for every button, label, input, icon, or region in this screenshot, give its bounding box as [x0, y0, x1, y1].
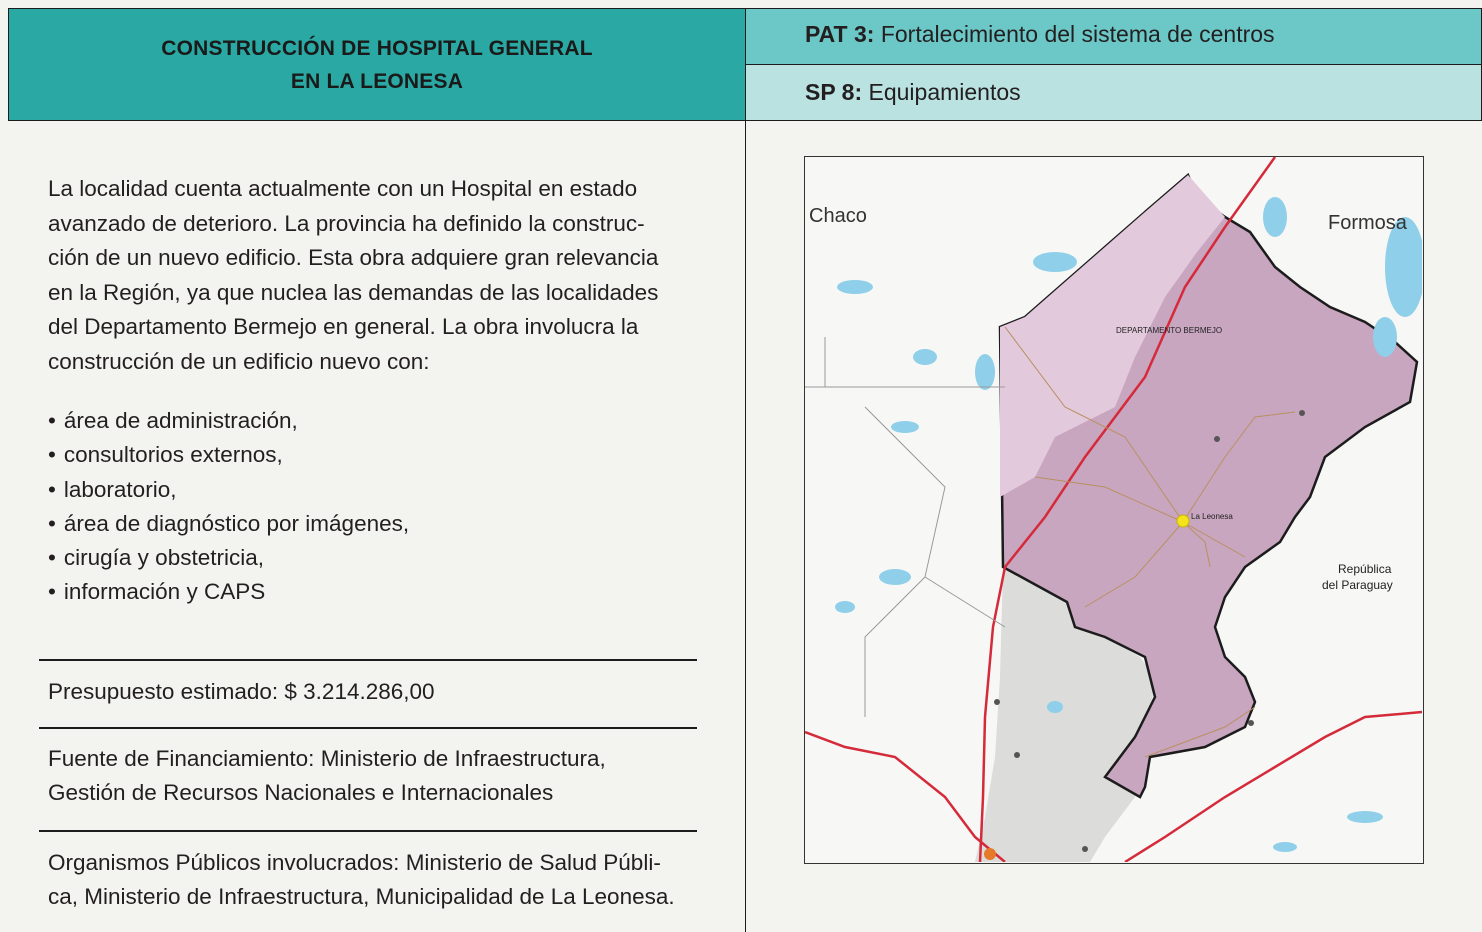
locality-dots	[994, 410, 1305, 852]
map-label-department: DEPARTAMENTO BERMEJO	[1116, 326, 1222, 335]
list-item: información y CAPS	[48, 575, 409, 609]
location-map: Chaco Formosa DEPARTAMENTO BERMEJO La Le…	[804, 156, 1424, 864]
list-item: cirugía y obstetricia,	[48, 541, 409, 575]
funding-field: Fuente de Financiamiento: Ministerio de …	[48, 742, 718, 810]
list-item: consultorios externos,	[48, 438, 409, 472]
secondary-roads	[1004, 326, 1296, 758]
organisms-field: Organismos Públicos involucrados: Minist…	[48, 846, 718, 914]
pat-code: PAT 3:	[805, 21, 875, 47]
description-line: La localidad cuenta actualmente con un H…	[48, 176, 638, 201]
column-divider	[745, 120, 746, 932]
description-line: construcción de un edificio nuevo con:	[48, 348, 430, 374]
boundaries	[805, 337, 1006, 717]
divider	[39, 830, 697, 832]
roads	[805, 157, 1422, 862]
list-item: área de administración,	[48, 404, 409, 438]
town-marker	[1176, 514, 1190, 528]
map-label-country-line2: del Paraguay	[1322, 578, 1393, 592]
funding-value-line2: Gestión de Recursos Nacionales e Interna…	[48, 780, 554, 805]
city-marker	[984, 848, 996, 860]
description-line: avanzado de deterioro. La provincia ha d…	[48, 210, 645, 236]
sp-text: Equipamientos	[868, 79, 1021, 105]
map-label-town: La Leonesa	[1191, 512, 1233, 521]
water-bodies	[835, 197, 1422, 852]
map-label-chaco: Chaco	[809, 205, 867, 227]
description-line: en la Región, ya que nuclea las demandas…	[48, 279, 659, 305]
sp-code: SP 8:	[805, 79, 863, 105]
facility-list: área de administración, consultorios ext…	[48, 404, 409, 610]
divider	[39, 659, 697, 661]
budget-label: Presupuesto estimado:	[48, 679, 279, 704]
header-divider	[8, 120, 746, 121]
list-item: laboratorio,	[48, 473, 409, 507]
project-title-line2: EN LA LEONESA	[290, 69, 464, 93]
project-title: CONSTRUCCIÓN DE HOSPITAL GENERAL EN LA L…	[8, 8, 746, 121]
organisms-value-line2: ca, Ministerio de Infraestructura, Munic…	[48, 884, 675, 909]
list-item: área de diagnóstico por imágenes,	[48, 507, 409, 541]
description-line: ción de un nuevo edificio. Esta obra adq…	[48, 245, 659, 270]
budget-value: $ 3.214.286,00	[284, 679, 435, 704]
project-description: La localidad cuenta actualmente con un H…	[48, 172, 716, 379]
project-title-line1: CONSTRUCCIÓN DE HOSPITAL GENERAL	[161, 36, 593, 60]
organisms-value-line1: Ministerio de Salud Públi-	[405, 850, 661, 875]
pat-header: PAT 3: Fortalecimiento del sistema de ce…	[746, 8, 1482, 65]
map-svg: Chaco Formosa DEPARTAMENTO BERMEJO La Le…	[805, 157, 1422, 862]
pat-text: Fortalecimiento del sistema de centros	[880, 21, 1275, 47]
funding-value-line1: Ministerio de Infraestructura,	[320, 746, 606, 771]
divider	[39, 727, 697, 729]
funding-label: Fuente de Financiamiento:	[48, 746, 315, 771]
organisms-label: Organismos Públicos involucrados:	[48, 850, 400, 875]
budget-field: Presupuesto estimado: $ 3.214.286,00	[48, 675, 718, 709]
map-label-formosa: Formosa	[1328, 212, 1408, 234]
description-line: del Departamento Bermejo en general. La …	[48, 314, 639, 339]
sp-header: SP 8: Equipamientos	[746, 64, 1482, 121]
map-label-country-line1: República	[1338, 562, 1392, 576]
department-area-light	[1000, 175, 1225, 497]
page-frame: CONSTRUCCIÓN DE HOSPITAL GENERAL EN LA L…	[8, 8, 1482, 932]
